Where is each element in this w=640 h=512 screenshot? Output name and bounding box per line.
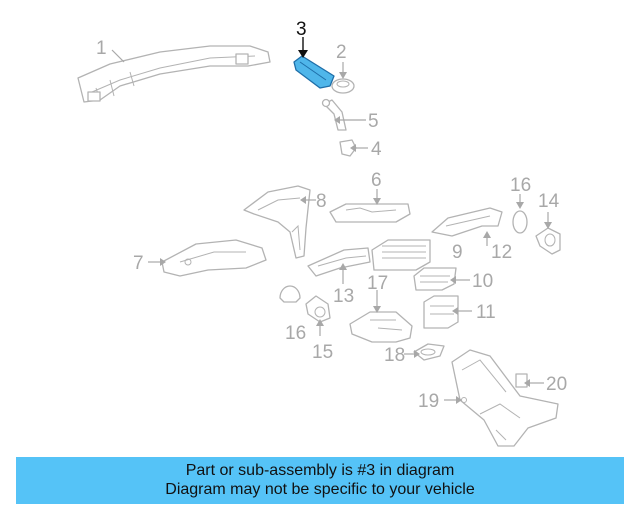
part-5-hose	[321, 98, 347, 131]
callout-11: 11	[476, 302, 496, 323]
callout-10: 10	[472, 271, 493, 292]
callout-5: 5	[368, 111, 379, 132]
part-17-housing	[349, 311, 413, 343]
callout-18: 18	[384, 345, 405, 366]
part-20-clip	[515, 373, 528, 388]
part-11-vent	[423, 295, 459, 329]
callout-16-upper: 16	[510, 175, 531, 196]
part-2-grommet	[331, 78, 355, 94]
part-16-cap-lower	[279, 285, 301, 303]
part-10-vent	[413, 267, 457, 291]
part-12-duct	[431, 207, 503, 237]
callout-12: 12	[491, 242, 512, 263]
callout-19: 19	[418, 391, 439, 412]
part-3-duct-highlighted	[293, 55, 335, 89]
part-16-cap-upper	[512, 210, 528, 234]
callout-16-lower: 16	[285, 323, 306, 344]
callout-3: 3	[296, 19, 307, 40]
callout-2: 2	[336, 42, 347, 63]
callout-9: 9	[452, 242, 463, 263]
part-18-vent	[413, 343, 445, 361]
part-9-vent	[371, 239, 431, 271]
part-7-duct	[161, 239, 267, 277]
callout-15: 15	[312, 342, 333, 363]
callout-4: 4	[371, 139, 382, 160]
callout-13: 13	[333, 286, 354, 307]
callout-20: 20	[546, 374, 567, 395]
part-14-vent	[535, 227, 561, 255]
part-4-clip	[339, 139, 357, 157]
part-19-duct	[451, 349, 559, 447]
info-banner: Part or sub-assembly is #3 in diagram Di…	[16, 457, 624, 504]
part-8-duct	[243, 185, 311, 259]
callout-8: 8	[316, 191, 327, 212]
leader-1	[111, 49, 125, 63]
callout-7: 7	[133, 253, 144, 274]
callout-6: 6	[371, 170, 382, 191]
banner-line-2: Diagram may not be specific to your vehi…	[165, 481, 475, 498]
callout-1: 1	[96, 38, 107, 59]
callout-17: 17	[367, 273, 388, 294]
part-15-vent	[305, 295, 331, 323]
part-1-duct	[77, 45, 271, 103]
callout-14: 14	[538, 191, 560, 212]
banner-line-1: Part or sub-assembly is #3 in diagram	[185, 462, 455, 479]
part-13-duct	[307, 247, 371, 277]
part-6-duct	[329, 203, 411, 223]
